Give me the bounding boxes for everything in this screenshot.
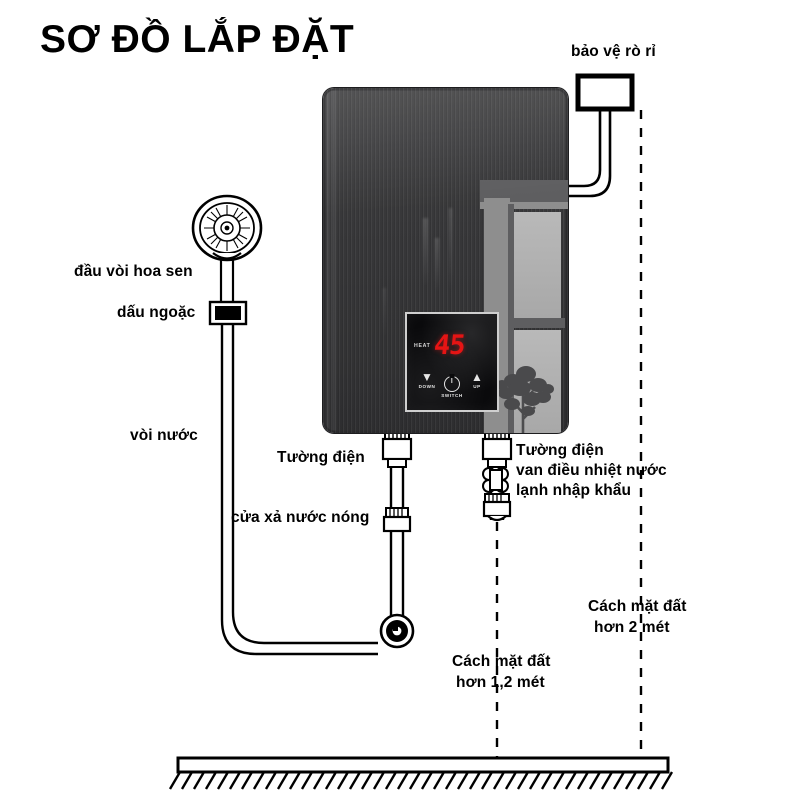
- switch-button-label: SWITCH: [441, 393, 463, 398]
- up-button[interactable]: ▲ UP: [463, 370, 491, 389]
- label-electric-wall-left: Tường điện: [277, 449, 365, 466]
- reflection-jamb: [508, 204, 514, 433]
- power-icon: [444, 376, 460, 392]
- label-electric-wall-right: Tường điện: [516, 442, 604, 459]
- thermostatic-valve: [482, 467, 509, 493]
- body-reflection-streak-3: [449, 208, 452, 293]
- reflection-glass-upper: [514, 212, 561, 318]
- switch-button[interactable]: SWITCH: [438, 376, 466, 398]
- cold-pipe-lower-fitting: [482, 493, 512, 522]
- shower-bracket-core: [215, 306, 241, 320]
- temperature-display: 45: [432, 330, 467, 361]
- hot-pipe-lower-fitting: [382, 507, 412, 533]
- hot-pipe-upper-fitting: [381, 431, 413, 468]
- ground-hatching: [168, 771, 674, 790]
- reflected-tree: [496, 366, 554, 433]
- control-panel[interactable]: HEAT 45 ▼ DOWN SWITCH ▲ UP: [405, 312, 499, 412]
- down-button[interactable]: ▼ DOWN: [413, 370, 441, 389]
- label-dim-left-line2: hơn 1,2 mét: [456, 674, 545, 691]
- chevron-up-icon: ▲: [471, 370, 483, 384]
- up-button-label: UP: [473, 384, 481, 389]
- ground-slab: [176, 756, 670, 774]
- heat-label: HEAT: [414, 343, 431, 349]
- chevron-down-icon: ▼: [421, 370, 433, 384]
- shower-hose-outer: [220, 324, 378, 656]
- page-title: SƠ ĐỒ LẮP ĐẶT: [40, 18, 355, 61]
- body-reflection-streak-2: [435, 238, 439, 293]
- leak-protector-cable-inner: [566, 109, 612, 198]
- body-reflection-streak-4: [383, 288, 386, 338]
- leak-protector-cable-outer: [566, 109, 602, 188]
- label-dim-left-line1: Cách mặt đất: [452, 653, 551, 670]
- label-dim-right-line1: Cách mặt đất: [588, 598, 687, 615]
- body-reflection-streak-1: [423, 218, 428, 288]
- label-water-tap: vòi nước: [130, 427, 198, 444]
- reflection-sill: [480, 202, 568, 209]
- down-button-label: DOWN: [418, 384, 436, 389]
- mixer-valve: [379, 613, 415, 649]
- label-shower-head: đầu vòi hoa sen: [74, 263, 193, 280]
- label-valve-line3: lạnh nhập khẩu: [516, 482, 632, 499]
- reflection-mullion: [510, 318, 565, 328]
- label-dim-right-line2: hơn 2 mét: [594, 619, 670, 636]
- label-hot-water-outlet: cửa xả nước nóng: [231, 509, 370, 526]
- shower-head-icon: [191, 194, 263, 262]
- cold-pipe-upper-fitting: [481, 431, 513, 468]
- label-bracket: dấu ngoặc: [117, 304, 196, 321]
- shower-hose-inner: [231, 324, 378, 645]
- leak-protector-box: [575, 73, 635, 112]
- label-valve-line2: van điều nhiệt nước: [516, 462, 667, 479]
- label-leak-protector: bảo vệ rò rỉ: [571, 43, 656, 60]
